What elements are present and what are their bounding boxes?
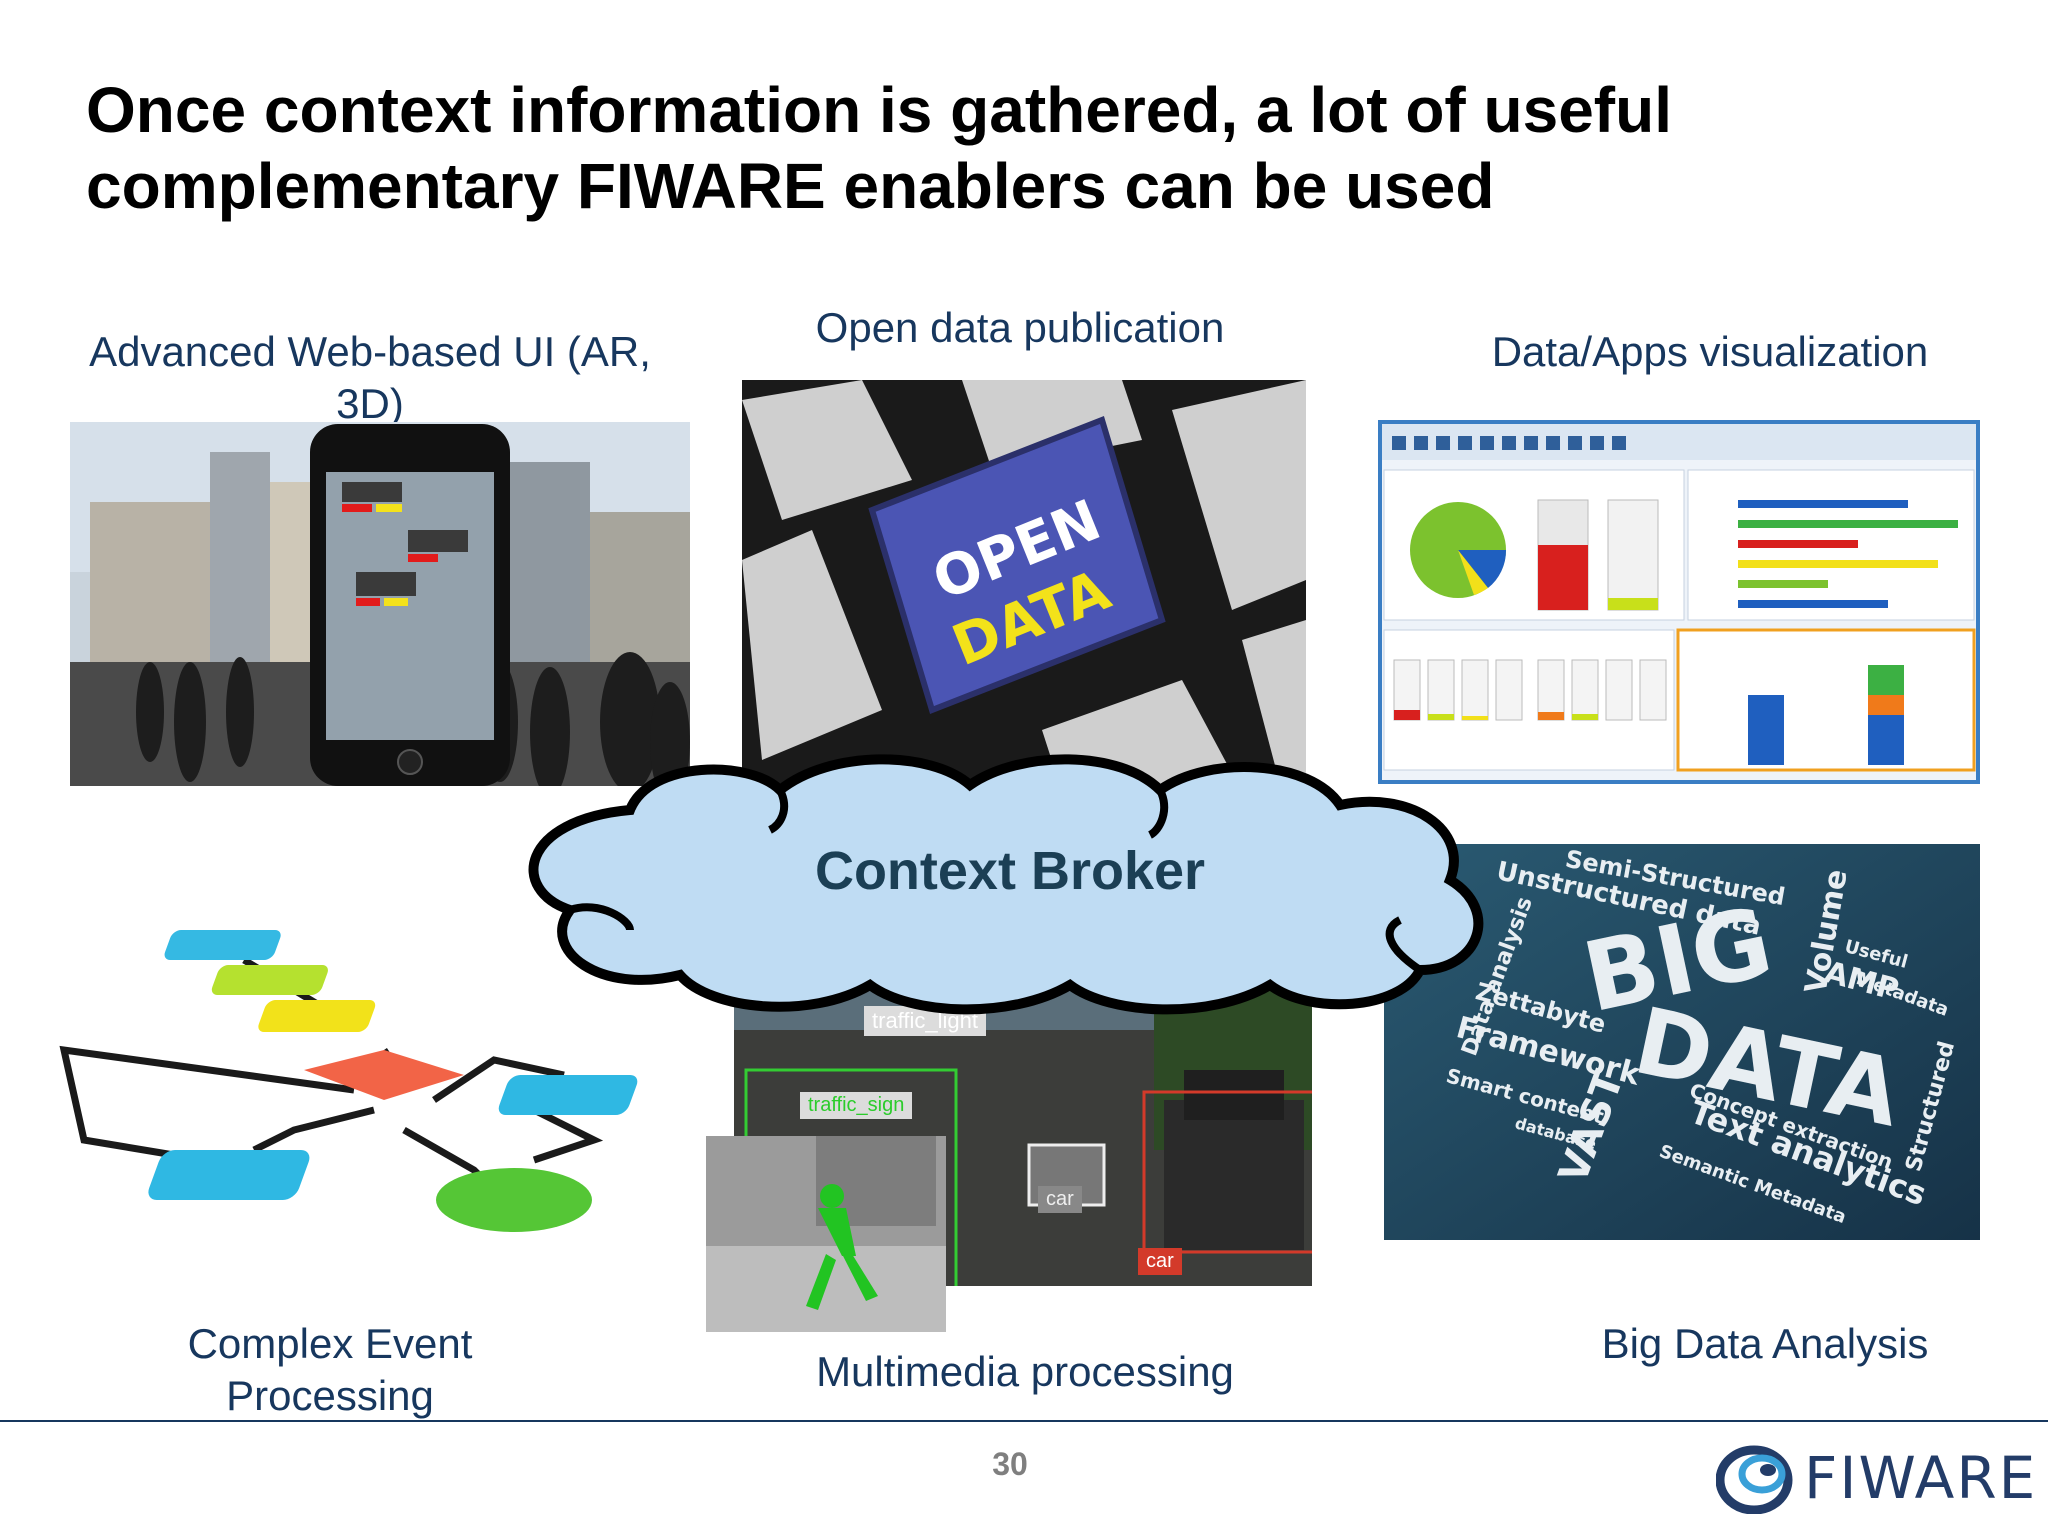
tag-car-1: car <box>1038 1186 1082 1213</box>
slide-title: Once context information is gathered, a … <box>86 72 1986 224</box>
slide-title-line-1: Once context information is gathered, a … <box>86 74 1672 146</box>
label-cep-line-1: Complex Event <box>187 1320 473 1367</box>
dashboard-illustration <box>1378 420 1980 784</box>
flowchart-illustration <box>54 900 654 1260</box>
fiware-logo: FIWARE <box>1716 1444 2035 1514</box>
context-broker-label: Context Broker <box>814 841 1206 901</box>
label-web-ui: Advanced Web-based UI (AR, 3D) <box>89 328 651 427</box>
slide-title-line-2: complementary FIWARE enablers can be use… <box>86 150 1495 222</box>
label-multimedia: Multimedia processing <box>816 1348 1234 1395</box>
big-data-image: BIG DATA VAST Volume Text analytics Semi… <box>1384 844 1980 1240</box>
open-data-keyboard-image: OPEN DATA <box>742 380 1306 792</box>
big-data-background <box>1384 844 1980 1240</box>
fiware-logo-icon <box>1716 1445 1793 1514</box>
label-cep-line-2: Processing <box>226 1372 434 1419</box>
ar-city-image <box>70 422 690 786</box>
context-broker-cloud <box>528 754 1484 1015</box>
label-big-data: Big Data Analysis <box>1601 1320 1929 1367</box>
label-cep: Complex Event Processing <box>140 1318 520 1422</box>
keyboard-illustration <box>742 380 1306 792</box>
label-open-data: Open data publication <box>815 304 1225 351</box>
page-number: 30 <box>992 1446 1028 1482</box>
footer-divider <box>0 1420 2048 1422</box>
pedestrian-image <box>706 1136 946 1332</box>
flowchart-image <box>54 900 654 1260</box>
fiware-logo-text: FIWARE <box>1804 1444 2038 1512</box>
dashboard-image <box>1378 420 1980 784</box>
tag-traffic-sign: traffic_sign <box>800 1092 913 1119</box>
tag-car-2: car <box>1138 1248 1182 1275</box>
ar-city-illustration <box>70 422 690 786</box>
label-visualization: Data/Apps visualization <box>1491 328 1929 375</box>
pedestrian-illustration <box>706 1136 946 1332</box>
